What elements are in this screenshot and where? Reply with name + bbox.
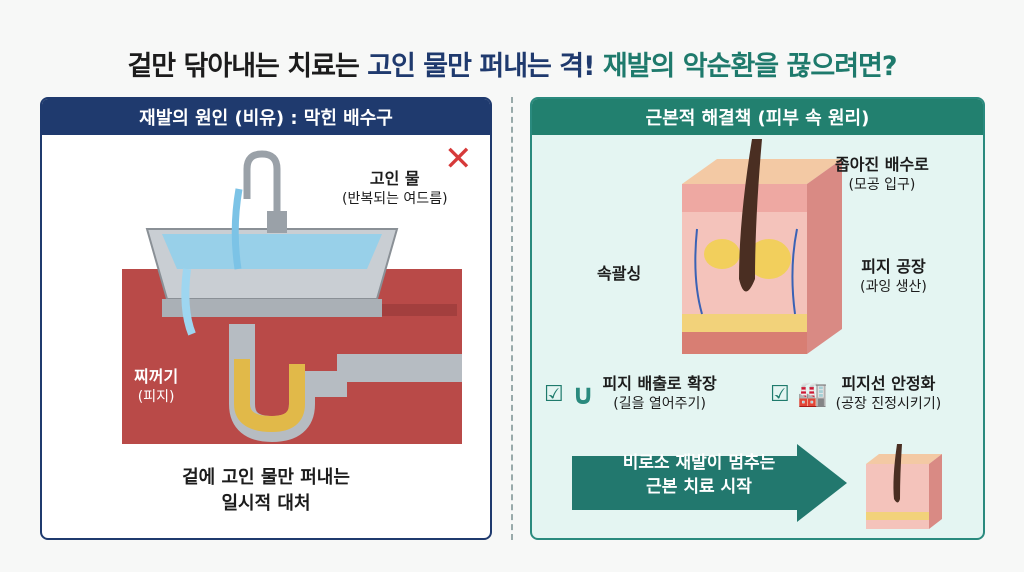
cause-panel: 재발의 원인 (비유) : 막힌 배수구 ✕ 고인 물 (반복되는 여드름) 찌… xyxy=(40,97,492,540)
check-gland-title: 피지선 안정화 xyxy=(841,374,936,393)
narrowed-drain-label: 좁아진 배수로 (모공 입구) xyxy=(835,155,929,195)
check-drain-sub: (길을 열어주기) xyxy=(613,396,706,412)
cause-caption: 겉에 고인 물만 퍼내는 일시적 대처 xyxy=(42,465,490,517)
arrow-line1: 비로소 재발이 멈추는 xyxy=(622,453,776,473)
x-mark-icon: ✕ xyxy=(444,139,473,179)
factory-icon: 🏭 xyxy=(797,380,828,408)
caption-line2: 일시적 대처 xyxy=(221,493,311,514)
sebum-factory-sub: (과잉 생산) xyxy=(860,279,927,295)
narrowed-drain-title: 좁아진 배수로 xyxy=(835,155,929,174)
check-gland-text: 피지선 안정화 (공장 진정시키기) xyxy=(836,374,942,414)
stagnant-water-sub: (반복되는 여드름) xyxy=(342,191,448,207)
residue-title: 찌꺼기 xyxy=(134,367,179,386)
stagnant-water-label: 고인 물 (반복되는 여드름) xyxy=(342,169,448,209)
arrow-text: 비로소 재발이 멈추는 근본 치료 시작 xyxy=(574,451,824,499)
checkbox-icon: ☑ xyxy=(544,381,564,407)
inner-keratin-label: 속괄싱 xyxy=(597,264,642,283)
clogged-sink-illustration xyxy=(122,150,462,444)
check-drain-title: 피지 배출로 확장 xyxy=(602,374,717,393)
title-part3: 재발의 악순환을 끊으려면? xyxy=(602,51,898,82)
residue-label: 찌꺼기 (피지) xyxy=(134,367,178,407)
residue-sub: (피지) xyxy=(137,389,175,405)
sebum-factory-label: 피지 공장 (과잉 생산) xyxy=(860,257,927,297)
healthy-skin-thumbnail xyxy=(866,444,942,529)
panel-divider xyxy=(511,97,513,540)
pipe-icon: ∪ xyxy=(571,377,595,411)
checkbox-icon: ☑ xyxy=(770,381,790,407)
cause-panel-header: 재발의 원인 (비유) : 막힌 배수구 xyxy=(42,99,490,135)
solution-panel-header: 근본적 해결책 (피부 속 원리) xyxy=(532,99,983,135)
stagnant-water-title: 고인 물 xyxy=(369,169,420,188)
page-title: 겉만 닦아내는 치료는 고인 물만 퍼내는 격! 재발의 악순환을 끊으려면? xyxy=(0,44,1024,83)
title-part2: 고인 물만 퍼내는 격! xyxy=(367,51,603,82)
arrow-line2: 근본 치료 시작 xyxy=(646,477,752,497)
caption-line1: 겉에 고인 물만 퍼내는 xyxy=(182,467,350,488)
check-item-gland: ☑ 🏭 피지선 안정화 (공장 진정시키기) xyxy=(770,374,941,414)
check-gland-sub: (공장 진정시키기) xyxy=(835,396,942,412)
title-part1: 겉만 닦아내는 치료는 xyxy=(127,51,368,82)
solution-panel: 근본적 해결책 (피부 속 원리) 좁아진 배수로 (모공 입구) 속괄싱 피지… xyxy=(530,97,985,540)
skin-cross-section-illustration xyxy=(682,139,842,354)
arrow-shape xyxy=(572,444,847,522)
check-item-drain: ☑ ∪ 피지 배출로 확장 (길을 열어주기) xyxy=(544,374,717,414)
narrowed-drain-sub: (모공 입구) xyxy=(848,177,916,193)
check-drain-text: 피지 배출로 확장 (길을 열어주기) xyxy=(602,374,716,414)
sebum-factory-title: 피지 공장 xyxy=(861,257,926,276)
